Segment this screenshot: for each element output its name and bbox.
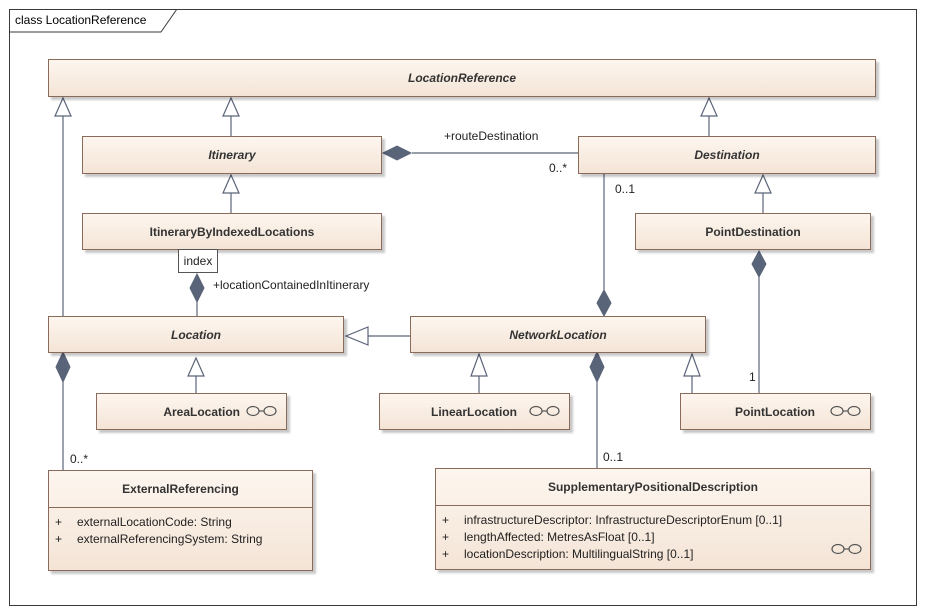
- class-name: Itinerary: [208, 148, 256, 162]
- multiplicity-network-destination: 0..1: [615, 182, 636, 196]
- class-name: LinearLocation: [430, 404, 517, 419]
- class-network-location[interactable]: NetworkLocation: [410, 316, 706, 353]
- attribute-list: +externalLocationCode: String +externalR…: [49, 508, 312, 548]
- class-name: PointDestination: [705, 224, 801, 239]
- attribute: +locationDescription: MultilingualString…: [442, 547, 694, 561]
- glasses-icon: [246, 405, 277, 417]
- class-name: LocationReference: [407, 71, 517, 85]
- class-name: Destination: [694, 148, 760, 162]
- qualifier-index: index: [178, 249, 218, 273]
- role-location-contained: +locationContainedInItinerary: [213, 278, 370, 292]
- glasses-icon: [830, 405, 861, 417]
- class-location-reference[interactable]: LocationReference: [48, 59, 876, 97]
- multiplicity-external-referencing: 0..*: [70, 452, 89, 466]
- class-linear-location[interactable]: LinearLocation: [379, 393, 570, 430]
- class-point-destination[interactable]: PointDestination: [635, 213, 871, 250]
- glasses-icon: [529, 405, 560, 417]
- multiplicity-supplementary: 0..1: [603, 450, 624, 464]
- attribute: +lengthAffected: MetresAsFloat [0..1]: [442, 530, 655, 544]
- class-itinerary-by-indexed-locations[interactable]: ItineraryByIndexedLocations: [82, 213, 382, 250]
- multiplicity-point-location: 1: [749, 370, 756, 384]
- class-destination[interactable]: Destination: [578, 136, 876, 174]
- attribute: +infrastructureDescriptor: Infrastructur…: [442, 513, 783, 527]
- class-name: AreaLocation: [163, 404, 240, 419]
- class-external-referencing[interactable]: ExternalReferencing +externalLocationCod…: [48, 470, 313, 571]
- class-name: ExternalReferencing: [49, 471, 312, 508]
- class-name: PointLocation: [735, 404, 815, 419]
- class-point-location[interactable]: PointLocation: [680, 393, 871, 430]
- class-area-location[interactable]: AreaLocation: [96, 393, 287, 430]
- glasses-icon: [831, 543, 862, 555]
- class-supplementary-positional-description[interactable]: SupplementaryPositionalDescription +infr…: [435, 468, 871, 570]
- diagram-frame: [9, 9, 917, 606]
- class-location[interactable]: Location: [48, 316, 344, 353]
- attribute: +externalReferencingSystem: String: [55, 532, 263, 546]
- class-name: NetworkLocation: [509, 327, 607, 342]
- diagram-title: class LocationReference: [15, 13, 147, 27]
- class-itinerary[interactable]: Itinerary: [82, 136, 382, 174]
- class-name: ItineraryByIndexedLocations: [149, 224, 315, 239]
- attribute: +externalLocationCode: String: [55, 515, 232, 529]
- class-name: SupplementaryPositionalDescription: [436, 469, 870, 506]
- role-route-destination: +routeDestination: [444, 129, 539, 143]
- class-name: Location: [171, 327, 221, 342]
- multiplicity-route-destination: 0..*: [549, 161, 568, 175]
- attribute-list: +infrastructureDescriptor: Infrastructur…: [436, 506, 870, 563]
